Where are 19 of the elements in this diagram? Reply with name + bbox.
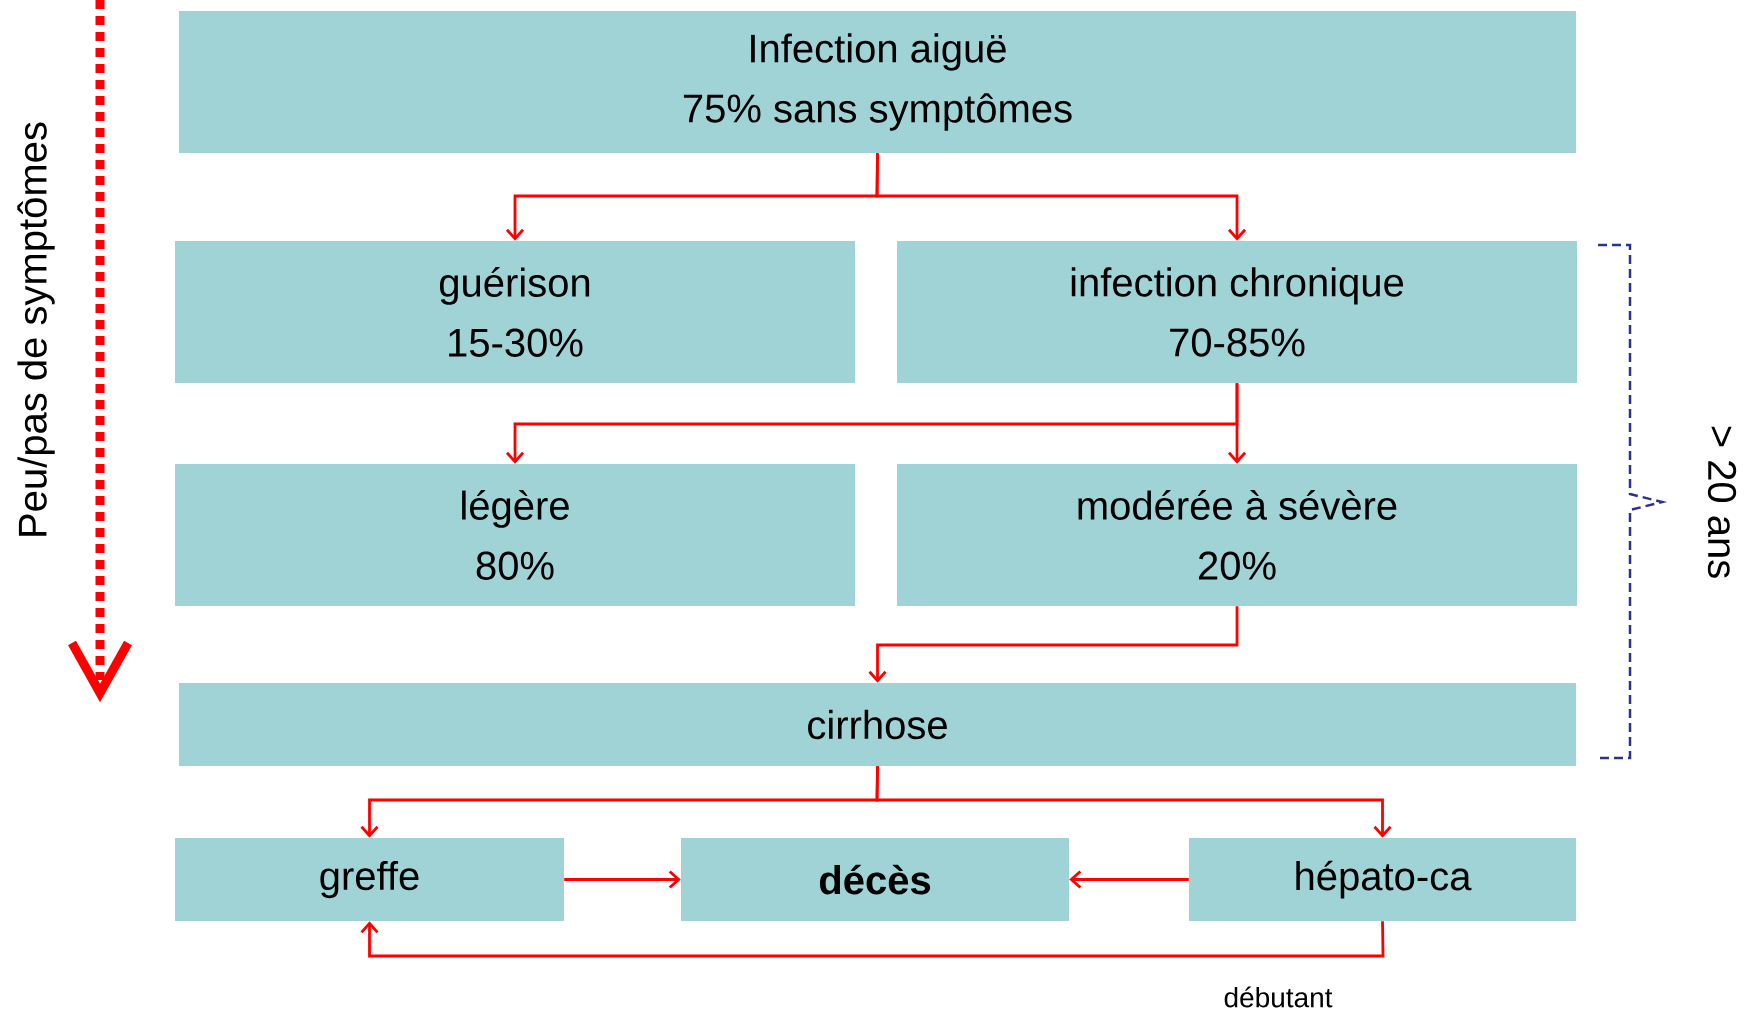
process-box: hépato-ca — [1189, 838, 1576, 921]
arrow — [875, 766, 1392, 838]
arrow — [360, 921, 1385, 958]
arrow — [1069, 870, 1189, 889]
process-box: modérée à sévère 20% — [897, 464, 1577, 606]
edge-label: débutant — [1224, 986, 1333, 1008]
process-box: guérison 15-30% — [175, 241, 855, 383]
side-label: > 20 ans — [1707, 426, 1737, 578]
process-box: greffe — [175, 838, 564, 921]
process-box: infection chronique 70-85% — [897, 241, 1577, 383]
side-label: Peu/pas de symptômes — [17, 122, 55, 536]
process-box: légère 80% — [175, 464, 855, 606]
arrow — [875, 153, 1247, 241]
arrow — [564, 870, 681, 889]
process-box: Infection aiguë 75% sans symptômes — [179, 11, 1576, 153]
process-box: décès — [681, 838, 1069, 921]
process-box: cirrhose — [179, 683, 1576, 766]
arrow — [868, 606, 1239, 683]
arrow — [1227, 383, 1247, 464]
